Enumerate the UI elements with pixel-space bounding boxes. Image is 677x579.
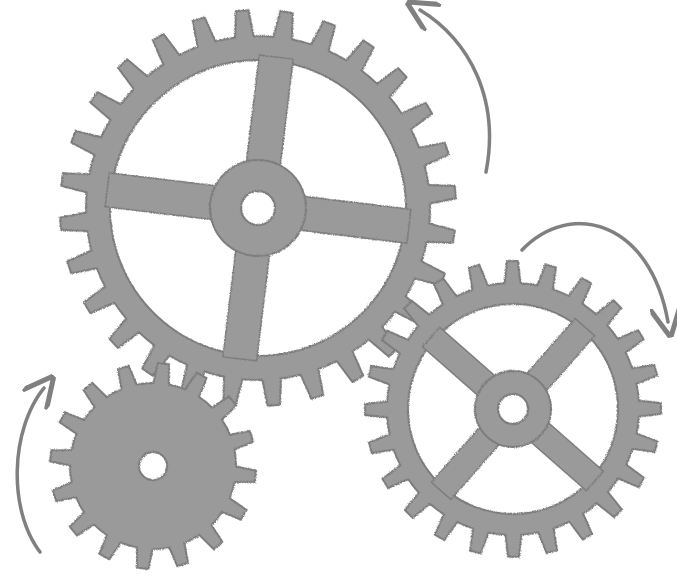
right-gear <box>365 261 661 557</box>
right-gear-axle-hole <box>498 394 528 424</box>
small-gear-axle-hole <box>139 452 167 480</box>
large-gear-axle-hole <box>241 191 275 225</box>
small-gear-rotation-arrow <box>17 388 44 552</box>
